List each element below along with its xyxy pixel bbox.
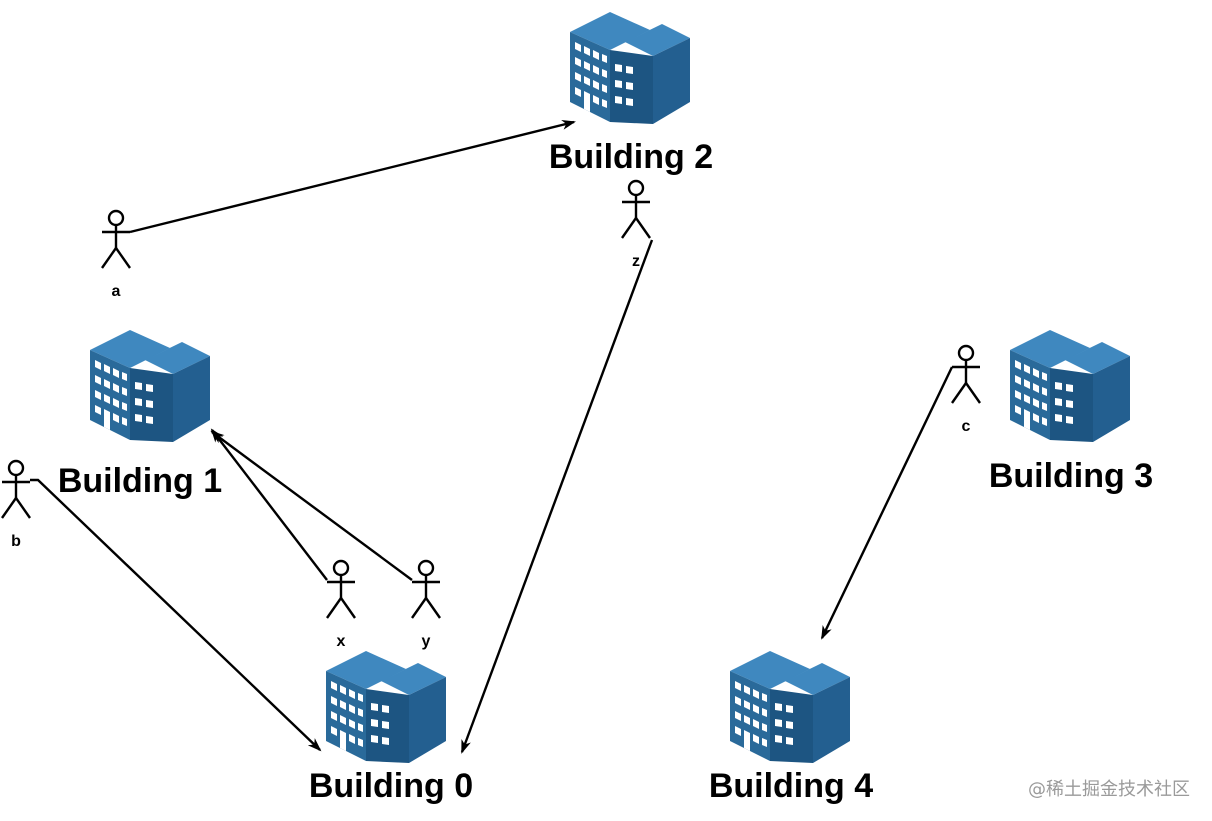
person-y-icon [410,559,442,620]
person-b-label: b [11,533,21,550]
building-4-label: Building 4 [709,767,873,805]
person-z-icon [620,179,652,240]
person-a-icon [100,209,132,270]
arrow-x-to-building-1 [210,428,328,581]
arrow-a-to-building-2 [129,120,576,234]
person-c-icon [950,344,982,405]
building-2-icon [570,12,690,124]
person-c: c [950,344,982,435]
arrow-b-to-building-0 [30,478,322,752]
person-b: b [0,459,32,550]
building-3-icon [1010,330,1130,442]
building-4: Building 4 [709,651,873,805]
arrow-y-to-building-1 [210,430,413,581]
building-1-label: Building 1 [58,462,222,500]
building-0-icon [326,651,446,763]
person-x-label: x [337,633,346,650]
person-c-label: c [962,418,971,435]
person-x-icon [325,559,357,620]
building-4-icon [730,651,850,763]
arrow-c-to-building-4 [820,366,954,640]
building-0-label: Building 0 [309,767,473,805]
building-2-label: Building 2 [549,138,713,176]
person-z-label: z [632,253,640,270]
building-1-icon [90,330,210,442]
building-1: Building 1 [58,330,222,500]
watermark-text: @稀土掘金技术社区 [1028,779,1190,800]
person-a: a [100,209,132,300]
building-0: Building 0 [309,651,473,805]
arrow-z-to-building-0 [460,239,654,754]
person-y-label: y [422,633,431,650]
building-3: Building 3 [989,330,1153,495]
person-y: y [410,559,442,650]
building-3-label: Building 3 [989,457,1153,495]
building-2: Building 2 [549,12,713,176]
person-z: z [620,179,652,270]
person-b-icon [0,459,32,520]
person-a-label: a [112,283,121,300]
person-x: x [325,559,357,650]
